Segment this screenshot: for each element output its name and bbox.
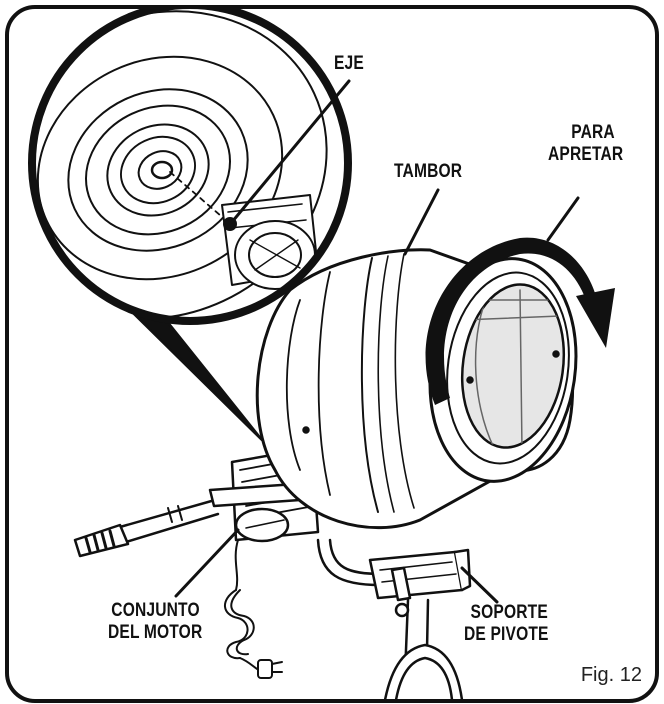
motor-assembly — [208, 446, 320, 543]
stand-leg — [383, 598, 464, 699]
label-tighten: PARA APRETAR — [548, 122, 624, 165]
handle-bar — [73, 498, 220, 558]
leader-tighten — [546, 196, 580, 242]
power-cord — [224, 539, 283, 679]
tighten-arrow — [425, 237, 615, 405]
leader-lines — [174, 79, 580, 604]
label-drum: TAMBOR — [394, 161, 463, 182]
figure-caption: Fig. 12 — [580, 664, 642, 686]
pivot-bracket — [316, 538, 472, 618]
shaft-closeup-inset — [28, 9, 352, 325]
leader-shaft — [230, 79, 351, 224]
label-shaft: EJE — [334, 53, 364, 74]
leader-motor — [174, 528, 240, 598]
leader-drum — [403, 188, 440, 256]
label-pivot-support: SOPORTE DE PIVOTE — [464, 602, 549, 645]
leader-pivot — [460, 566, 499, 604]
label-motor-assembly: CONJUNTO DEL MOTOR — [108, 600, 203, 643]
